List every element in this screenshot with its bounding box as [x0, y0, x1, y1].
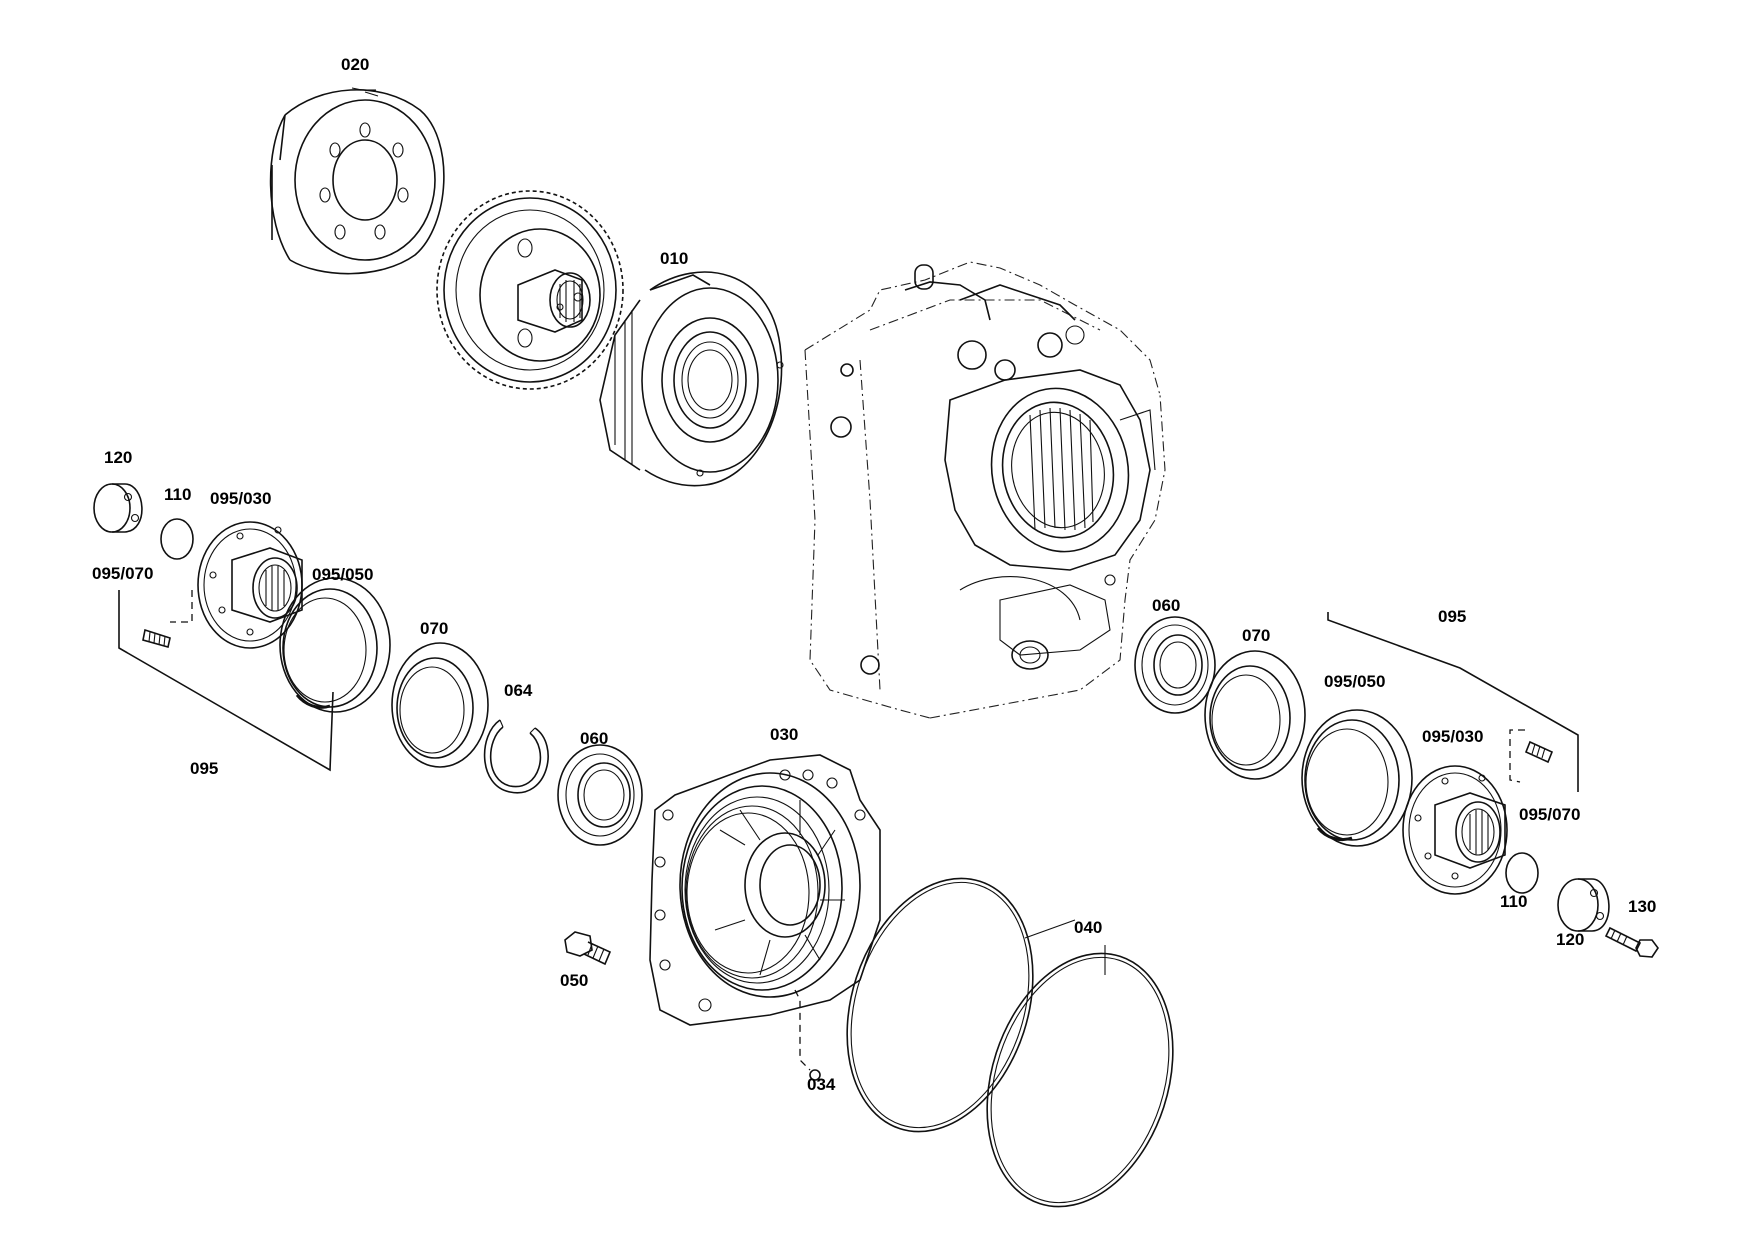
- label-070-left: 070: [420, 619, 449, 638]
- leader-lines: [118, 590, 1579, 792]
- label-095-right: 095: [1438, 607, 1467, 626]
- label-020: 020: [341, 55, 370, 74]
- label-010: 010: [660, 249, 689, 268]
- part-040-o-rings: [846, 877, 1174, 1208]
- part-064-snap-ring: [483, 719, 549, 794]
- label-034: 034: [807, 1075, 836, 1094]
- label-040: 040: [1074, 918, 1103, 937]
- label-095-070-left: 095/070: [92, 564, 154, 583]
- part-030-housing: [649, 754, 881, 1026]
- part-070-ring-left: [391, 642, 489, 768]
- part-gear-with-shaft: [436, 190, 624, 390]
- part-110-ring-right: [1505, 852, 1539, 894]
- part-060-bearing-left: [557, 744, 643, 846]
- label-050: 050: [560, 971, 589, 990]
- label-060-right: 060: [1152, 596, 1181, 615]
- label-120-right: 120: [1556, 930, 1585, 949]
- label-095-030-left: 095/030: [210, 489, 272, 508]
- label-110-right: 110: [1500, 892, 1528, 911]
- part-095-050-seal-left: [279, 577, 391, 713]
- part-main-housing: [804, 261, 1166, 719]
- part-060-bearing-right: [1134, 616, 1216, 714]
- part-034-plug: [794, 989, 821, 1081]
- part-095-070-stud-left: [142, 628, 171, 648]
- part-050-bolt: [564, 931, 612, 966]
- part-020-cover-plate: [269, 87, 445, 275]
- part-120-cap-right: [1557, 878, 1610, 932]
- part-095-030-flange-left: [197, 521, 303, 649]
- label-064: 064: [504, 681, 533, 700]
- label-095-030-right: 095/030: [1422, 727, 1484, 746]
- label-070-right: 070: [1242, 626, 1271, 645]
- part-095-050-seal-right: [1301, 709, 1413, 847]
- label-095-050-right: 095/050: [1324, 672, 1386, 691]
- label-030: 030: [770, 725, 799, 744]
- part-110-ring-left: [160, 518, 194, 560]
- label-095-070-right: 095/070: [1519, 805, 1581, 824]
- part-095-030-flange-right: [1402, 765, 1508, 895]
- label-060-left: 060: [580, 729, 609, 748]
- label-120-left: 120: [104, 448, 133, 467]
- label-110-left: 110: [164, 485, 192, 504]
- part-095-070-stud-right: [1524, 740, 1554, 764]
- part-130-bolt: [1604, 926, 1659, 958]
- part-120-cap-left: [93, 483, 143, 533]
- label-095-050-left: 095/050: [312, 565, 374, 584]
- label-095-left: 095: [190, 759, 219, 778]
- part-010-cover: [599, 271, 784, 487]
- label-130: 130: [1628, 897, 1657, 916]
- part-070-ring-right: [1204, 650, 1306, 780]
